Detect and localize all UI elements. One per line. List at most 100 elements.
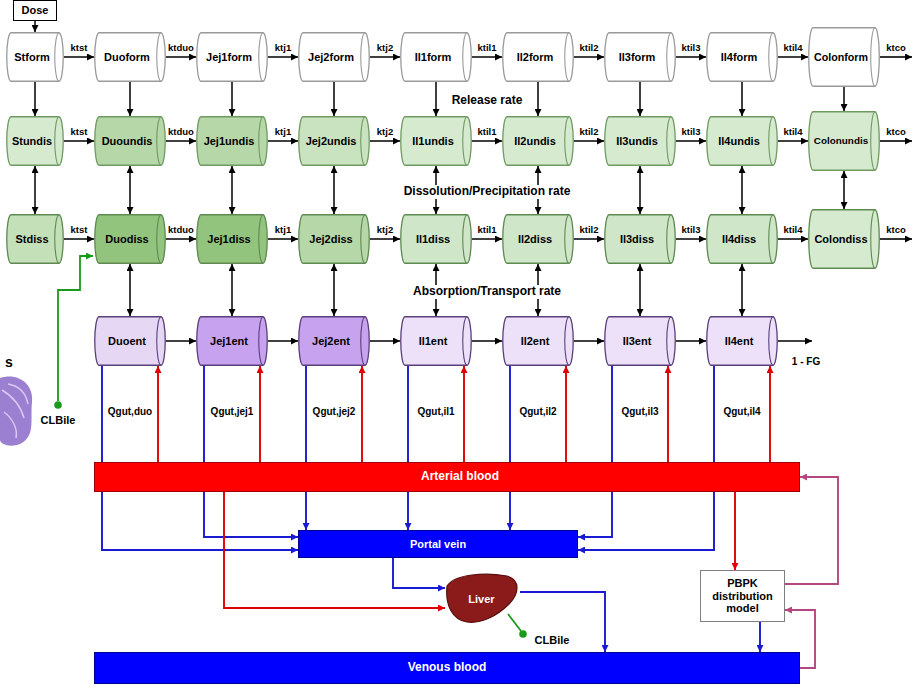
label-text: ktil4 (781, 127, 804, 138)
cylinder-body (503, 117, 573, 166)
transfer-arrow (472, 238, 502, 240)
cylinder-body (707, 33, 777, 82)
rate-constant-label: ktco (884, 37, 908, 55)
cylinder-face (667, 317, 671, 366)
cylinder-body (7, 33, 63, 82)
gut-lumen-compartment: Jej2diss (298, 214, 370, 264)
transfer-arrow (268, 238, 298, 240)
transfer-arrow (333, 264, 335, 316)
cylinder-face (769, 33, 773, 82)
transfer-arrow (639, 82, 641, 116)
node-label: Jej1undis (204, 135, 255, 148)
blood-flow-label: Qgut,il1 (415, 401, 456, 419)
node-label: Il1diss (416, 233, 450, 246)
gut-lumen-compartment: Il1diss (400, 214, 472, 264)
rate-constant-label: ktil2 (577, 37, 600, 55)
transfer-arrow (676, 56, 706, 58)
cylinder-face (361, 317, 365, 366)
label-text: ktil1 (475, 225, 498, 236)
transfer-arrow (778, 56, 808, 58)
label-text: ktil3 (679, 43, 702, 54)
blood-flow-arrow (102, 366, 298, 550)
cylinder-body (401, 33, 471, 82)
cylinder-face (55, 33, 59, 82)
label-text: ktco (884, 127, 908, 138)
transfer-arrow (472, 140, 502, 142)
label-text: ktil1 (475, 127, 498, 138)
transfer-arrow (639, 264, 641, 316)
node-label: Arterial blood (421, 470, 499, 484)
transfer-arrow (34, 82, 36, 116)
outflow-arrow (778, 340, 812, 342)
cylinder-face (361, 215, 365, 264)
rate-constant-label: ktst (69, 121, 90, 139)
blood-flow-arrow (759, 622, 761, 652)
node-label: Colonform (814, 51, 868, 63)
gut-lumen-compartment: Il2undis (502, 116, 574, 166)
blood-flow-label: Qgut,duo (106, 401, 154, 419)
label-text: ktil2 (577, 43, 600, 54)
enterocyte-compartment: Il3ent (604, 316, 676, 366)
label-text: Absorption/Transport rate (411, 285, 563, 299)
gut-lumen-compartment: Il4diss (706, 214, 778, 264)
rate-constant-label: ktil4 (781, 121, 804, 139)
transfer-arrow (231, 82, 233, 116)
label-text: ktil2 (577, 225, 600, 236)
bile-clearance-line (508, 614, 521, 631)
node-label: Il4undis (718, 135, 760, 148)
blood-flow-label: Qgut,jej1 (209, 401, 256, 419)
node-label: Il4ent (725, 335, 754, 348)
transfer-arrow (166, 140, 196, 142)
enterocyte-compartment: Jej1ent (196, 316, 268, 366)
clearance-dot (54, 401, 62, 409)
node-label: Jej1form (206, 51, 252, 64)
cylinder-face (667, 117, 671, 166)
cylinder-body (401, 317, 471, 366)
blood-flow-arrow (204, 366, 298, 537)
label-text: Qgut,il3 (619, 406, 660, 418)
transfer-arrow (778, 238, 808, 240)
node-label: Il3diss (620, 233, 654, 246)
label-text: ktj2 (375, 225, 395, 236)
blood-flow-label: Qgut,il2 (517, 401, 558, 419)
transfer-arrow (166, 56, 196, 58)
dose-box: Dose (13, 0, 57, 21)
cylinder-body (197, 117, 267, 166)
transfer-arrow (676, 140, 706, 142)
cylinder-body (809, 28, 880, 87)
cylinder-body (299, 33, 369, 82)
node-label: Jej1ent (210, 335, 248, 348)
colon-compartment: Colonundis (808, 111, 880, 171)
image-fragment (2, 384, 28, 438)
gut-lumen-compartment: Il3diss (604, 214, 676, 264)
cylinder-face (871, 210, 875, 269)
cylinder-body (503, 317, 573, 366)
node-label: Colonundis (814, 135, 868, 146)
cylinder-face (769, 117, 773, 166)
rate-constant-label: ktst (69, 37, 90, 55)
rate-constant-label: ktduo (166, 219, 196, 237)
rate-constant-label: ktil4 (781, 219, 804, 237)
cylinder-face (157, 215, 161, 264)
outflow-arrow (880, 140, 912, 142)
label-text: Dissolution/Precipitation rate (402, 185, 573, 199)
transfer-arrow (268, 140, 298, 142)
node-label: Jej2form (308, 51, 354, 64)
node-label: Duodiss (105, 233, 148, 246)
cylinder-body (95, 33, 165, 82)
rate-constant-label: ktil2 (577, 219, 600, 237)
cylinder-body (809, 112, 880, 171)
transfer-arrow (639, 166, 641, 214)
gut-lumen-compartment: Il4undis (706, 116, 778, 166)
gut-lumen-compartment: Jej2undis (298, 116, 370, 166)
blood-flow-arrow (578, 366, 612, 537)
node-label: Il2form (517, 51, 554, 64)
blood-flow-arrow (769, 366, 771, 462)
stomach-compartment: Stundis (6, 116, 64, 166)
node-label: Jej2undis (306, 135, 357, 148)
rate-constant-label: ktco (884, 219, 908, 237)
blood-flow-arrow (259, 366, 261, 462)
outflow-arrow (880, 238, 912, 240)
cylinder-face (361, 33, 365, 82)
transfer-arrow (333, 82, 335, 116)
